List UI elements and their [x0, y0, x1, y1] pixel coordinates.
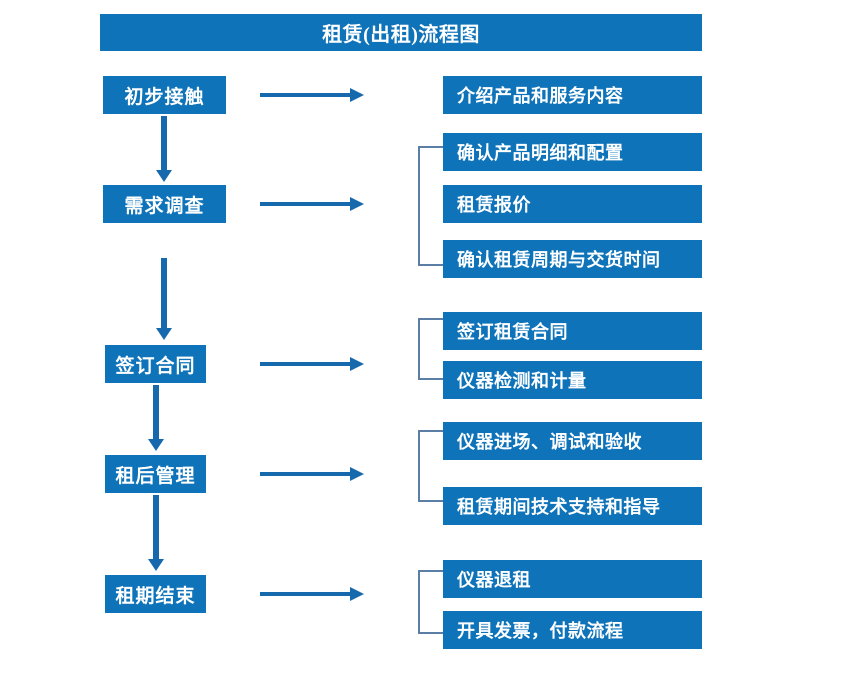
stage-box-2[interactable]: 需求调查	[103, 185, 226, 223]
horizontal-arrow-stage-4	[260, 467, 364, 481]
detail-box-3-2[interactable]: 仪器检测和计量	[443, 361, 702, 399]
detail-box-1-1[interactable]: 介绍产品和服务内容	[443, 76, 702, 114]
flowchart-title: 租赁(出租)流程图	[100, 14, 702, 51]
group-bracket-stage-5	[418, 570, 443, 634]
detail-box-2-3[interactable]: 确认租赁周期与交货时间	[443, 240, 702, 278]
detail-box-5-1[interactable]: 仪器退租	[443, 560, 702, 598]
detail-box-4-1[interactable]: 仪器进场、调试和验收	[443, 422, 702, 460]
stage-box-4[interactable]: 租后管理	[105, 455, 206, 493]
detail-box-3-1[interactable]: 签订租赁合同	[443, 312, 702, 350]
vertical-arrow-1-to-2	[156, 116, 172, 182]
horizontal-arrow-stage-1	[260, 88, 364, 102]
detail-box-2-2[interactable]: 租赁报价	[443, 185, 702, 223]
detail-box-2-1[interactable]: 确认产品明细和配置	[443, 133, 702, 171]
vertical-arrow-3-to-4	[148, 385, 164, 451]
group-bracket-stage-4	[418, 430, 443, 502]
vertical-arrow-2-to-3	[156, 258, 172, 340]
stage-box-5[interactable]: 租期结束	[105, 575, 206, 613]
vertical-arrow-4-to-5	[148, 495, 164, 571]
detail-box-5-2[interactable]: 开具发票，付款流程	[443, 611, 702, 649]
stage-box-1[interactable]: 初步接触	[103, 76, 226, 114]
stage-box-3[interactable]: 签订合同	[105, 345, 206, 383]
group-bracket-stage-3	[418, 318, 443, 380]
horizontal-arrow-stage-2	[260, 197, 364, 211]
group-bracket-stage-2	[418, 146, 443, 266]
horizontal-arrow-stage-3	[260, 357, 364, 371]
detail-box-4-2[interactable]: 租赁期间技术支持和指导	[443, 487, 702, 525]
horizontal-arrow-stage-5	[260, 587, 364, 601]
